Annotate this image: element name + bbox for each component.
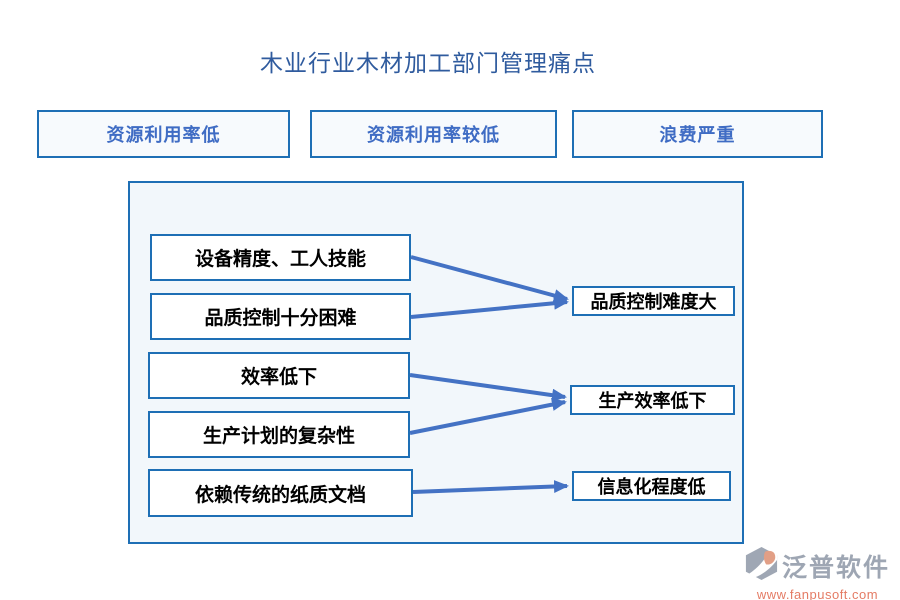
- brand-name: 泛普软件: [781, 554, 890, 582]
- top-label-resource-utilization-low: 资源利用率低: [37, 110, 290, 158]
- brand-watermark: 泛普软件 www.fanpusoft.com: [745, 546, 890, 600]
- top-label-resource-utilization-lower: 资源利用率较低: [310, 110, 557, 158]
- effect-box-low-production-efficiency: 生产效率低下: [570, 385, 735, 415]
- brand-website-url: www.fanpusoft.com: [756, 587, 879, 600]
- cause-box-paper-documents: 依赖传统的纸质文档: [148, 469, 413, 517]
- cause-box-low-efficiency: 效率低下: [148, 352, 410, 399]
- page-title: 木业行业木材加工部门管理痛点: [260, 51, 596, 76]
- cause-box-equipment-precision: 设备精度、工人技能: [150, 234, 411, 281]
- effect-box-quality-control-hard: 品质控制难度大: [572, 286, 735, 316]
- effect-box-low-informatization: 信息化程度低: [572, 471, 731, 501]
- fanpu-logo-icon: [745, 546, 778, 586]
- cause-box-production-plan-complexity: 生产计划的复杂性: [148, 411, 410, 458]
- cause-box-quality-control-difficult: 品质控制十分困难: [150, 293, 411, 340]
- top-label-serious-waste: 浪费严重: [572, 110, 823, 158]
